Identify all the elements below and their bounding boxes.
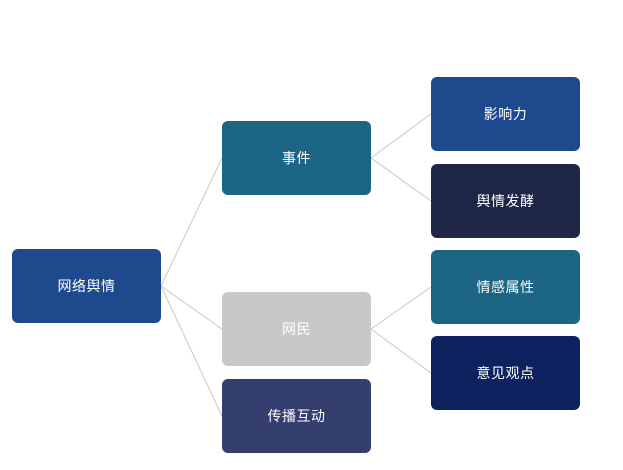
edge-netizen-opinion — [370, 328, 432, 374]
node-netizen: 网民 — [222, 292, 371, 366]
node-label: 意见观点 — [476, 366, 535, 382]
node-label: 传播互动 — [267, 409, 326, 425]
edge-root-netizen — [160, 285, 223, 330]
node-opinion-fermentation: 舆情发酵 — [431, 164, 580, 238]
node-opinions-viewpoints: 意见观点 — [431, 336, 580, 410]
node-label: 网络舆情 — [57, 279, 116, 295]
edge-root-event — [160, 157, 223, 287]
node-label: 事件 — [282, 151, 311, 167]
edge-event-influence — [370, 113, 432, 159]
node-label: 舆情发酵 — [476, 194, 535, 210]
edge-event-ferment — [370, 157, 432, 202]
edge-netizen-attribute — [370, 286, 432, 330]
node-label: 网民 — [282, 322, 311, 338]
node-spread-interaction: 传播互动 — [222, 379, 371, 453]
node-emotional-attribute: 情感属性 — [431, 250, 580, 324]
edge-root-spread — [160, 285, 223, 417]
node-label: 影响力 — [483, 107, 528, 123]
node-online-public-opinion: 网络舆情 — [12, 249, 161, 323]
node-event: 事件 — [222, 121, 371, 195]
node-label: 情感属性 — [476, 280, 535, 296]
node-influence: 影响力 — [431, 77, 580, 151]
